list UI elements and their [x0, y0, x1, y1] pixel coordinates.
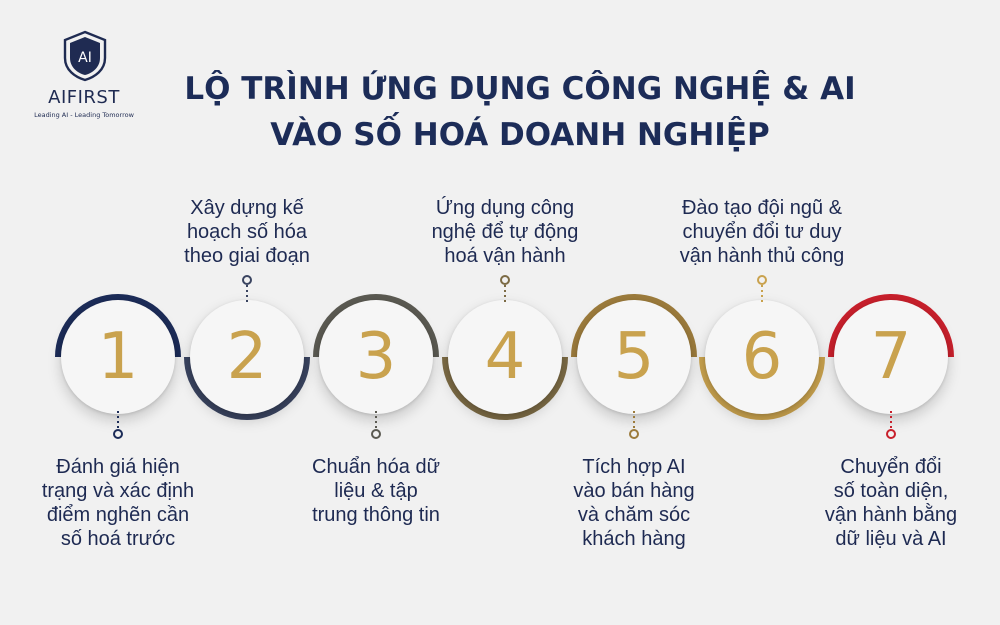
- title-line-1: LỘ TRÌNH ỨNG DỤNG CÔNG NGHỆ & AI: [184, 71, 856, 107]
- step-number: 1: [97, 320, 139, 394]
- step-circle: [61, 300, 175, 414]
- logo-mark-text: AI: [78, 50, 92, 66]
- step-circle: [834, 300, 948, 414]
- step-connector: [113, 411, 123, 439]
- brand-tagline: Leading AI - Leading Tomorrow: [34, 111, 134, 119]
- step-circle: [319, 300, 433, 414]
- step-1: 1: [50, 289, 186, 425]
- step-number: 5: [613, 320, 655, 394]
- step-label-line: Chuyển đổi: [840, 456, 942, 478]
- step-connector: [242, 275, 252, 303]
- step-label-line: khách hàng: [582, 528, 686, 550]
- step-label-line: vận hành bằng: [824, 504, 958, 526]
- step-7: 7: [823, 289, 959, 425]
- step-label-line: Đánh giá hiện: [56, 456, 180, 478]
- step-label-line: dữ liệu và AI: [835, 528, 947, 550]
- step-label-line: hoá vận hành: [444, 245, 566, 267]
- step-label-line: vào bán hàng: [573, 480, 695, 502]
- step-number: 6: [741, 320, 783, 394]
- step-arc: [442, 356, 568, 420]
- step-4: 4: [437, 289, 573, 425]
- step-arc-path: [184, 356, 310, 420]
- step-number: 2: [226, 320, 268, 394]
- step-arc-path: [442, 356, 568, 420]
- step-connector: [886, 411, 896, 439]
- step-number: 7: [870, 320, 912, 394]
- step-number: 4: [484, 320, 526, 394]
- step-label-line: số toàn diện,: [833, 480, 949, 502]
- step-label-line: Đào tạo đội ngũ &: [681, 197, 843, 219]
- step-label-line: Chuẩn hóa dữ: [312, 456, 440, 478]
- step-3: 3: [308, 289, 444, 425]
- title-line-2: VÀO SỐ HOÁ DOANH NGHIỆP: [270, 117, 770, 153]
- step-label-line: liệu & tập: [334, 480, 418, 502]
- step-label-line: trung thông tin: [312, 504, 440, 526]
- step-arc: [699, 356, 825, 420]
- step-arc: [184, 356, 310, 420]
- brand-name: AIFIRST: [48, 87, 120, 108]
- step-label-line: theo giai đoạn: [184, 245, 310, 267]
- step-label-line: Ứng dụng công: [435, 197, 575, 219]
- step-connector: [371, 411, 381, 439]
- step-circle: [448, 300, 562, 414]
- step-5: 5: [566, 289, 702, 425]
- step-label-line: nghệ để tự động: [431, 221, 579, 243]
- shield-logo-icon: AI: [63, 30, 107, 82]
- step-label-line: hoạch số hóa: [186, 221, 308, 243]
- step-label-line: số hoá trước: [60, 528, 176, 550]
- step-label-line: Xây dựng kế: [190, 197, 304, 219]
- step-label-line: trạng và xác định: [41, 480, 195, 502]
- step-number: 3: [355, 320, 397, 394]
- step-label-line: và chăm sóc: [577, 504, 691, 526]
- step-circle: [577, 300, 691, 414]
- step-label-line: điểm nghẽn cần: [46, 504, 190, 526]
- step-2: 2: [179, 289, 315, 425]
- step-label-line: Tích hợp AI: [582, 456, 686, 478]
- step-connector: [757, 275, 767, 303]
- page-title: LỘ TRÌNH ỨNG DỤNG CÔNG NGHỆ & AI VÀO SỐ …: [150, 66, 890, 158]
- step-connector: [629, 411, 639, 439]
- step-circle: [190, 300, 304, 414]
- step-6: 6: [694, 289, 830, 425]
- step-label-line: chuyển đổi tư duy: [682, 221, 842, 243]
- step-connector: [500, 275, 510, 303]
- step-label-line: vận hành thủ công: [679, 245, 845, 267]
- step-arc-path: [699, 356, 825, 420]
- brand-logo: AI AIFIRST Leading AI - Leading Tomorrow: [24, 30, 154, 130]
- step-circle: [705, 300, 819, 414]
